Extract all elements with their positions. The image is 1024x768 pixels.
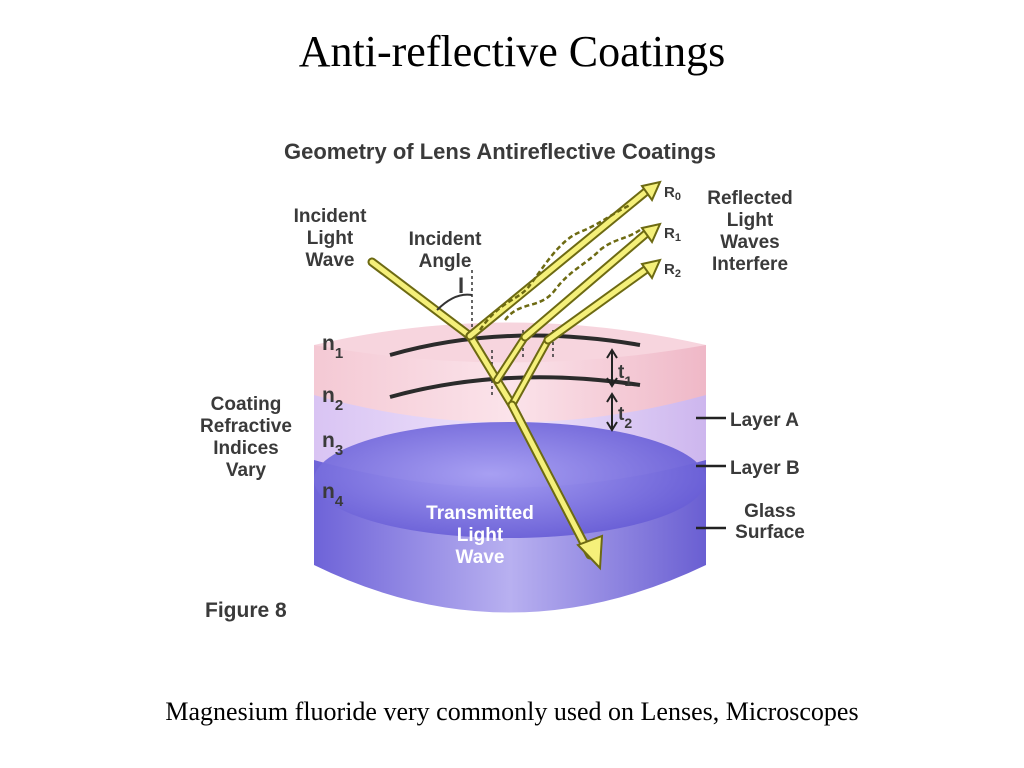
reflected-ray-r0 — [465, 180, 662, 341]
ray-label-r1: R1 — [664, 225, 681, 244]
svg-text:Coating: Coating — [211, 394, 282, 415]
layer-a-label: Layer A — [730, 410, 799, 431]
svg-text:Vary: Vary — [226, 460, 267, 481]
incident-light-wave-label: Incident Light Wave — [294, 206, 368, 271]
svg-text:Transmitted: Transmitted — [426, 503, 534, 524]
thickness-marker-t2 — [606, 392, 618, 432]
svg-text:Refractive: Refractive — [200, 416, 292, 437]
svg-text:Interfere: Interfere — [712, 254, 788, 275]
svg-text:Waves: Waves — [720, 232, 780, 253]
svg-text:Light: Light — [457, 525, 504, 546]
interface-line-1 — [389, 333, 641, 357]
svg-text:Wave: Wave — [306, 250, 355, 271]
refracted-rays — [465, 331, 552, 410]
reflected-waves-label: Reflected Light Waves Interfere — [707, 188, 793, 275]
slide-title: Anti-reflective Coatings — [298, 27, 726, 76]
reflected-ray-r1 — [520, 222, 662, 342]
index-label-n2: n2 — [322, 384, 343, 414]
thickness-marker-t1 — [606, 348, 618, 388]
svg-text:Reflected: Reflected — [707, 188, 793, 209]
svg-text:Incident: Incident — [409, 229, 483, 250]
layer-a-band — [314, 345, 706, 423]
svg-text:Incident: Incident — [294, 206, 368, 227]
svg-text:Glass: Glass — [744, 501, 796, 522]
svg-text:Surface: Surface — [735, 522, 805, 543]
figure-number: Figure 8 — [205, 599, 287, 622]
coating-indices-label: Coating Refractive Indices Vary — [200, 394, 292, 481]
svg-text:Indices: Indices — [213, 438, 278, 459]
ray-label-r2: R2 — [664, 261, 681, 280]
transmitted-wave-label: Transmitted Light Wave — [426, 503, 534, 568]
svg-text:Light: Light — [727, 210, 774, 231]
interface-line-2 — [389, 375, 641, 399]
incident-ray-fill — [369, 259, 473, 339]
glass-surface-label: Glass Surface — [735, 501, 805, 543]
index-label-n1: n1 — [322, 332, 343, 362]
index-label-n4: n4 — [322, 480, 344, 510]
svg-text:Wave: Wave — [456, 547, 505, 568]
figure-heading: Geometry of Lens Antireflective Coatings — [284, 139, 716, 164]
angle-symbol: I — [458, 273, 464, 298]
ray-label-r0: R0 — [664, 184, 681, 203]
incident-angle-label: Incident Angle — [409, 229, 483, 272]
glass-top-ellipse — [314, 422, 706, 538]
layer-a-top — [314, 322, 706, 363]
svg-text:Light: Light — [307, 228, 354, 249]
slide-caption: Magnesium fluoride very commonly used on… — [165, 697, 859, 726]
layer-b-label: Layer B — [730, 458, 800, 479]
incident-angle-arc — [436, 293, 473, 311]
thickness-label-t1: t1 — [618, 362, 632, 389]
index-label-n3: n3 — [322, 429, 343, 459]
svg-text:Angle: Angle — [419, 251, 472, 272]
transmitted-arrowhead — [576, 534, 604, 571]
thickness-label-t2: t2 — [618, 404, 632, 431]
transmitted-ray-fill — [509, 402, 593, 558]
interference-wave-2 — [504, 228, 641, 321]
reflected-ray-r2 — [543, 258, 662, 345]
